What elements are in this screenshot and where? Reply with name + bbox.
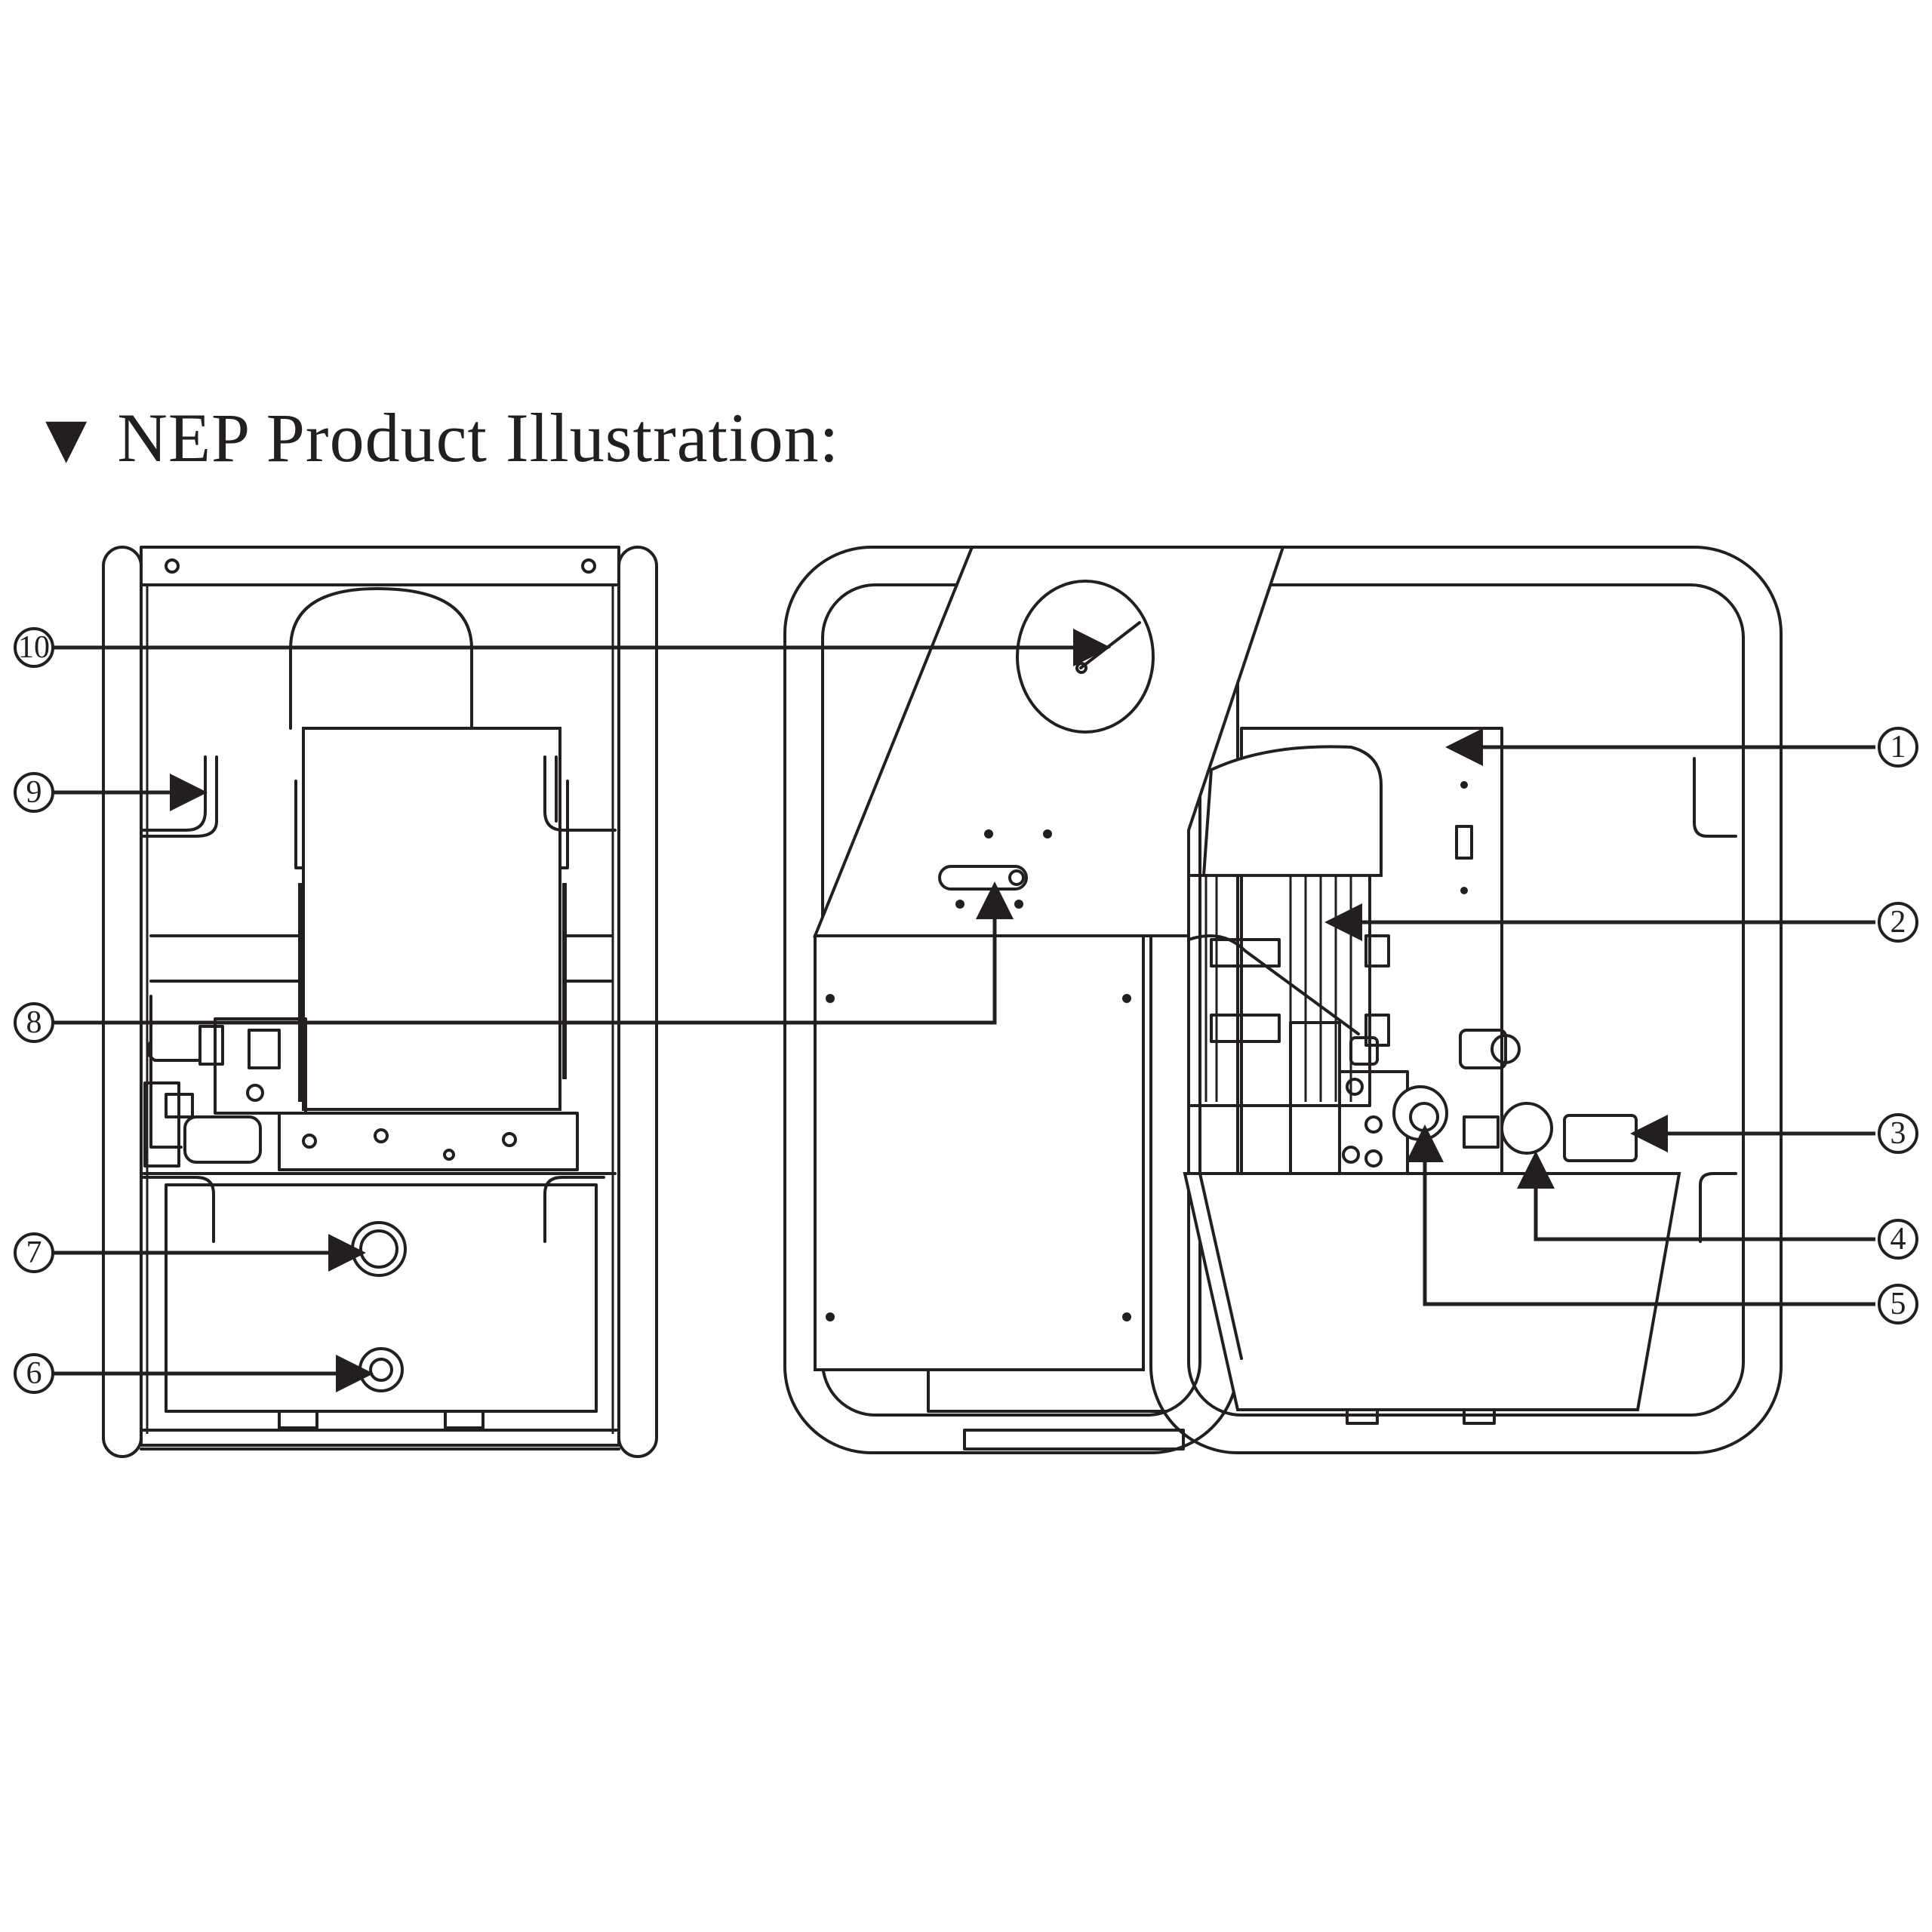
control-port	[1563, 1114, 1638, 1162]
callout-7: 7	[14, 1232, 54, 1273]
front-view	[783, 546, 1783, 1454]
motor-fins	[1187, 874, 1371, 1107]
oil-drain-port	[358, 1347, 404, 1392]
relief-valve-knob	[1392, 1085, 1448, 1141]
motor-fan-cover	[1201, 745, 1383, 877]
oil-reservoir	[1183, 1172, 1681, 1411]
left-frame-tube	[102, 546, 143, 1458]
pressure-gauge	[1016, 580, 1155, 734]
bolt-icon	[165, 558, 180, 574]
page-title: NEP Product Illustration:	[117, 399, 840, 476]
callout-1: 1	[1878, 727, 1918, 768]
tilted-panel	[813, 546, 1285, 937]
callout-3: 3	[1878, 1113, 1918, 1154]
quick-coupler	[1500, 1102, 1553, 1155]
callout-6: 6	[14, 1353, 54, 1394]
handle-left	[142, 755, 207, 832]
callout-number: 6	[26, 1356, 42, 1391]
front-frame	[1149, 546, 1783, 1454]
motor-housing	[302, 727, 561, 1111]
callout-2: 2	[1878, 902, 1918, 943]
bolt-icon	[581, 558, 596, 574]
callout-number: 8	[26, 1005, 42, 1040]
top-bracket	[140, 546, 620, 586]
leader-5	[1406, 1124, 1875, 1306]
base-plate	[278, 1112, 579, 1171]
callout-number: 7	[26, 1235, 42, 1270]
solenoid	[143, 1081, 180, 1168]
callout-number: 10	[18, 630, 50, 665]
handle-right	[543, 755, 617, 832]
callout-number: 5	[1890, 1287, 1906, 1321]
callout-8: 8	[14, 1002, 54, 1043]
callout-number: 1	[1890, 730, 1906, 764]
title-row: ▼ NEP Product Illustration:	[45, 392, 839, 483]
callout-4: 4	[1878, 1219, 1918, 1260]
callout-9: 9	[14, 772, 54, 813]
callout-number: 9	[26, 775, 42, 810]
callout-number: 4	[1890, 1222, 1906, 1257]
side-view	[102, 546, 658, 1458]
callout-5: 5	[1878, 1284, 1918, 1324]
motor-cap	[289, 587, 473, 730]
down-triangle-icon: ▼	[45, 406, 88, 469]
leader-8	[53, 881, 1014, 1025]
callout-leaders	[53, 629, 1875, 1392]
callout-number: 2	[1890, 905, 1906, 940]
callout-number: 3	[1890, 1116, 1906, 1151]
callout-10: 10	[14, 627, 54, 668]
cover-plate	[814, 934, 1145, 1371]
leader-4	[1517, 1151, 1875, 1241]
right-frame-tube	[617, 546, 658, 1458]
